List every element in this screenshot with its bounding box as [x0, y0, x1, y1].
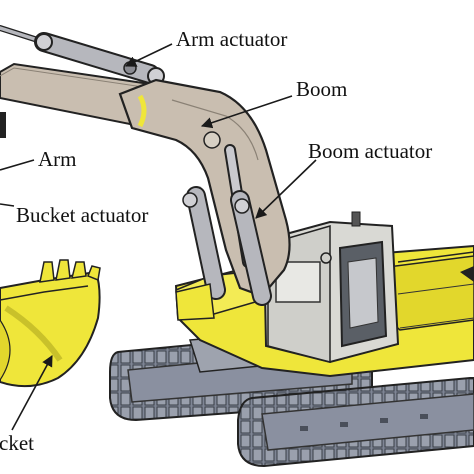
leader-boom	[200, 95, 293, 129]
leader-arm	[0, 159, 35, 171]
bucket	[0, 259, 101, 388]
boom-foot	[175, 283, 215, 321]
label-bucket: Bucket	[0, 431, 34, 455]
exhaust-stack	[351, 211, 361, 227]
label-boom-actuator: Boom actuator	[308, 139, 432, 163]
leader-boom-actuator	[255, 159, 317, 219]
leader-lines	[0, 43, 317, 431]
label-bucket-actuator: Bucket actuator	[16, 203, 148, 227]
label-arm-actuator: Arm actuator	[176, 27, 287, 51]
front-track	[237, 377, 474, 468]
leader-bucket	[11, 355, 53, 431]
label-arm: Arm	[38, 147, 77, 171]
operator-cab	[261, 220, 400, 364]
leader-bucket-actuator	[0, 203, 15, 207]
leader-arm-actuator	[124, 43, 173, 67]
arm-cylinder	[34, 32, 165, 85]
boom-cylinder	[182, 144, 272, 306]
label-boom: Boom	[296, 77, 347, 101]
